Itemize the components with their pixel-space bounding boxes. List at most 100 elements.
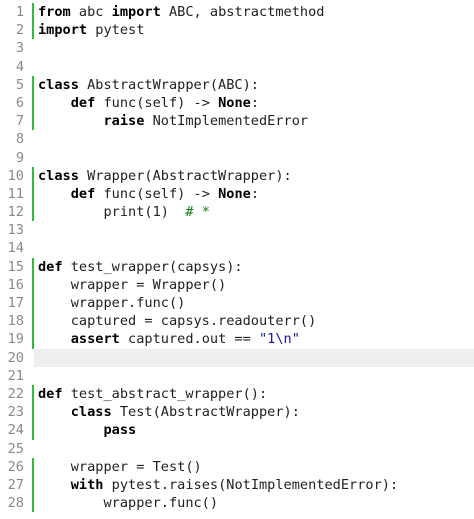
- code-token: [38, 113, 103, 129]
- code-token: [38, 422, 103, 438]
- code-line[interactable]: 13: [0, 221, 474, 239]
- code-line[interactable]: 21: [0, 367, 474, 385]
- code-token: wrapper = Test(): [38, 458, 202, 475]
- code-token: func(self) ->: [95, 94, 219, 111]
- code-line[interactable]: 5 class AbstractWrapper(ABC):: [0, 75, 474, 94]
- code-line[interactable]: 6 def func(self) -> None:: [0, 93, 474, 113]
- code-text: raise NotImplementedError: [38, 112, 308, 130]
- code-token: wrapper.func(): [38, 495, 219, 512]
- code-text: wrapper = Wrapper(): [38, 276, 227, 294]
- code-line[interactable]: 14: [0, 239, 474, 257]
- change-marker: [32, 294, 34, 313]
- line-number: 7: [15, 113, 24, 130]
- code-text: from abc import ABC, abstractmethod: [38, 3, 324, 21]
- keyword: assert: [70, 331, 120, 348]
- code-token: [38, 477, 71, 493]
- code-token: func(self) ->: [95, 185, 219, 202]
- code-line[interactable]: 20: [0, 348, 474, 367]
- change-marker: [32, 494, 34, 513]
- code-token: Wrapper(AbstractWrapper):: [78, 167, 292, 184]
- line-number: 3: [15, 40, 24, 57]
- keyword: def: [70, 94, 96, 111]
- code-line[interactable]: 8: [0, 130, 474, 148]
- line-number: 5: [15, 76, 24, 93]
- code-line[interactable]: 25: [0, 440, 474, 458]
- code-line[interactable]: 28 wrapper.func(): [0, 494, 474, 513]
- code-text: def func(self) -> None:: [38, 185, 259, 203]
- code-token: abc: [70, 4, 112, 20]
- line-number: 4: [15, 58, 24, 75]
- keyword: import: [38, 22, 88, 39]
- line-number: 27: [7, 476, 24, 493]
- code-line[interactable]: 4: [0, 58, 474, 76]
- code-token: NotImplementedError: [144, 113, 309, 130]
- change-marker: [32, 93, 34, 113]
- code-token: test_wrapper(capsys):: [62, 258, 243, 275]
- line-number: 11: [7, 185, 24, 202]
- line-number: 9: [15, 149, 24, 166]
- code-line[interactable]: 27 with pytest.raises(NotImplementedErro…: [0, 475, 474, 495]
- code-line[interactable]: 16 wrapper = Wrapper(): [0, 275, 474, 294]
- line-number: 14: [7, 240, 24, 257]
- code-text: class AbstractWrapper(ABC):: [38, 76, 259, 94]
- line-number: 19: [7, 331, 24, 348]
- line-number: 18: [7, 313, 24, 330]
- code-token: test_abstract_wrapper():: [62, 385, 268, 402]
- change-marker: [32, 184, 34, 204]
- keyword: None: [218, 185, 251, 202]
- change-marker: [32, 166, 34, 185]
- keyword: class: [70, 404, 112, 421]
- keyword: pass: [103, 422, 137, 439]
- code-text: def func(self) -> None:: [38, 94, 259, 112]
- line-number: 12: [7, 204, 24, 221]
- code-line[interactable]: 18 captured = capsys.readouterr(): [0, 312, 474, 331]
- keyword: def: [38, 258, 63, 275]
- change-marker: [32, 257, 34, 276]
- code-token: wrapper = Wrapper(): [38, 276, 227, 293]
- code-line[interactable]: 24 pass: [0, 421, 474, 440]
- code-line[interactable]: 9: [0, 149, 474, 167]
- change-marker: [32, 312, 34, 331]
- code-line[interactable]: 7 raise NotImplementedError: [0, 112, 474, 131]
- code-text: class Test(AbstractWrapper):: [38, 403, 300, 421]
- code-line[interactable]: 3: [0, 39, 474, 57]
- code-text: import pytest: [38, 21, 144, 39]
- code-line[interactable]: 17 wrapper.func(): [0, 294, 474, 313]
- code-text: assert captured.out == "1\n": [38, 330, 300, 348]
- line-number: 13: [7, 222, 24, 239]
- change-marker: [32, 421, 34, 440]
- code-line[interactable]: 22 def test_abstract_wrapper():: [0, 384, 474, 404]
- code-line[interactable]: 26 wrapper = Test(): [0, 457, 474, 476]
- keyword: import: [111, 4, 161, 20]
- line-number: 17: [7, 295, 24, 311]
- code-token: pytest: [87, 22, 145, 39]
- code-token: Test(AbstractWrapper):: [111, 404, 300, 421]
- keyword: def: [38, 385, 63, 402]
- line-number: 25: [7, 440, 24, 457]
- change-marker: [32, 3, 34, 22]
- line-number: 1: [15, 4, 24, 20]
- code-line[interactable]: 11 def func(self) -> None:: [0, 184, 474, 204]
- keyword: def: [70, 185, 96, 202]
- code-token: captured = capsys.readouterr(): [38, 313, 317, 330]
- code-token: wrapper.func(): [38, 295, 186, 311]
- code-line[interactable]: 19 assert captured.out == "1\n": [0, 330, 474, 349]
- code-line[interactable]: 23 class Test(AbstractWrapper):: [0, 403, 474, 422]
- code-line[interactable]: 12 print(1) # *: [0, 203, 474, 222]
- code-text: print(1) # *: [38, 203, 209, 221]
- change-marker: [32, 21, 34, 40]
- code-token: [38, 331, 71, 347]
- keyword: None: [218, 94, 251, 111]
- line-number: 24: [7, 422, 24, 439]
- code-text: wrapper = Test(): [38, 458, 202, 476]
- current-line-highlight: [34, 348, 474, 367]
- line-number: 28: [7, 495, 24, 512]
- code-line[interactable]: 1 from abc import ABC, abstractmethod: [0, 3, 474, 22]
- line-number: 16: [7, 276, 24, 293]
- line-number: 20: [7, 349, 24, 366]
- line-number: 22: [7, 385, 24, 402]
